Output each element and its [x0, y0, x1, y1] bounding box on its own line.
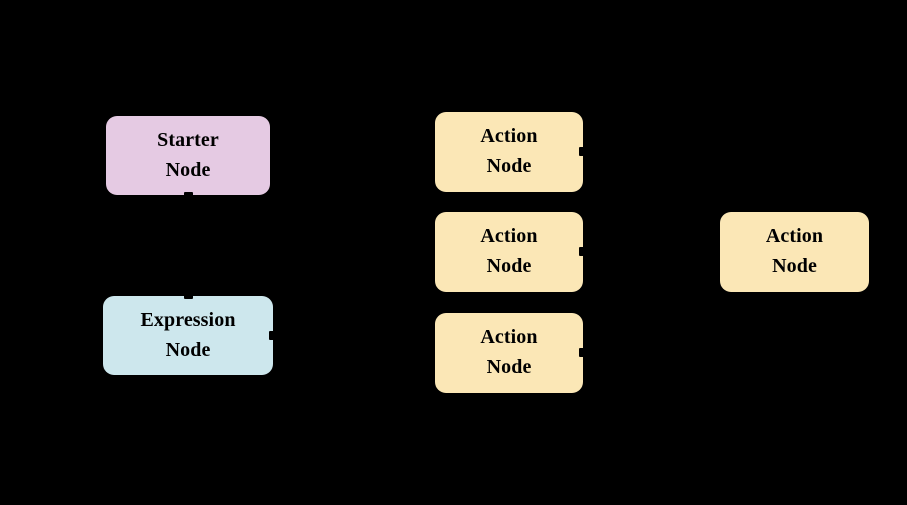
node-label-line1: Starter	[157, 128, 219, 151]
node-label-line1: Action	[480, 125, 538, 148]
node-label-line1: Action	[480, 326, 538, 349]
node-label-line1: Action	[765, 225, 824, 248]
node-label-line2: Node	[165, 338, 211, 361]
node-label-line1: Action	[480, 225, 538, 248]
connector-port-right-icon[interactable]	[579, 247, 586, 256]
node-label-line2: Node	[772, 255, 817, 277]
node-label-line2: Node	[486, 255, 532, 277]
node-label-line2: Node	[486, 155, 532, 177]
connector-port-bottom-icon[interactable]	[184, 192, 193, 199]
node-label-line2: Node	[486, 356, 532, 378]
connector-port-right-icon[interactable]	[269, 330, 276, 340]
connector-port-right-icon[interactable]	[579, 147, 586, 156]
node-label-line2: Node	[165, 158, 211, 181]
connector-port-right-icon[interactable]	[579, 348, 586, 357]
node-label-line1: Expression	[140, 308, 236, 331]
connector-port-top-icon[interactable]	[184, 292, 193, 299]
